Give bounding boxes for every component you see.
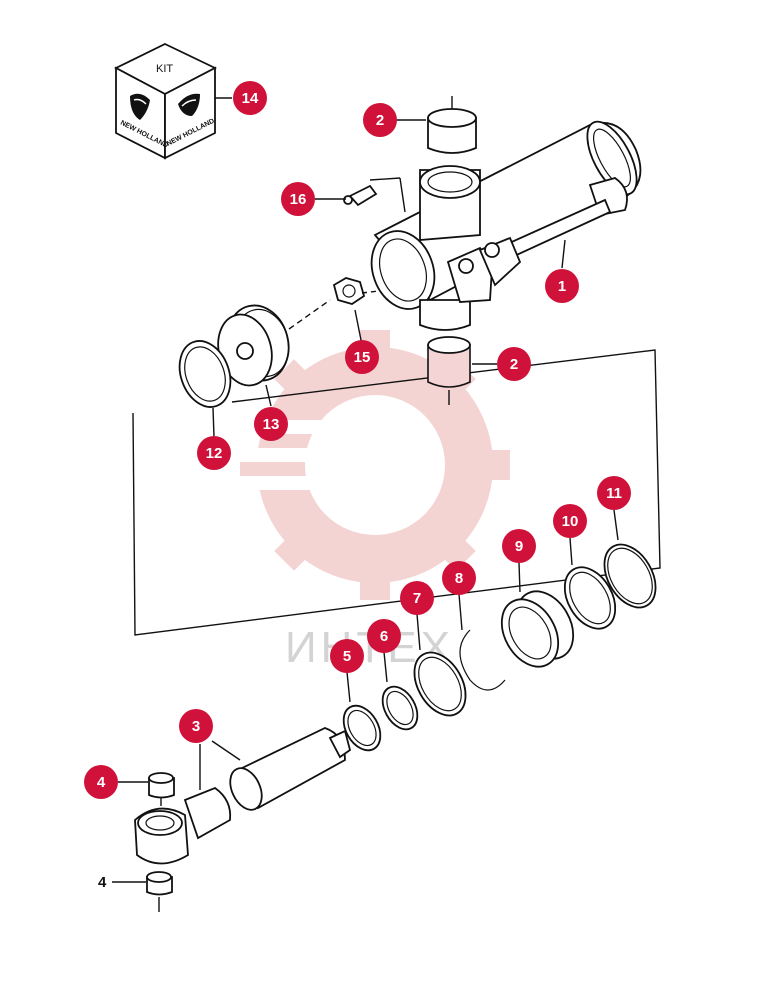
piston-seal-ring — [178, 340, 232, 408]
svg-text:3: 3 — [192, 718, 200, 735]
svg-text:11: 11 — [606, 485, 622, 502]
callout-16: 16 — [281, 182, 315, 216]
svg-text:14: 14 — [242, 90, 259, 107]
bushing-bottom — [427, 336, 471, 405]
svg-text:2: 2 — [376, 112, 384, 129]
callout-10: 10 — [553, 504, 587, 538]
callout-3: 3 — [179, 709, 213, 743]
eye-bushing-top — [148, 772, 175, 806]
callout-14: 14 — [233, 81, 267, 115]
rod-eye — [134, 807, 189, 865]
svg-text:1: 1 — [558, 278, 566, 295]
eye-bushing-bottom — [146, 871, 173, 912]
callout-7: 7 — [400, 581, 434, 615]
svg-text:9: 9 — [515, 538, 523, 555]
ring-11 — [603, 543, 657, 609]
svg-text:8: 8 — [455, 570, 463, 587]
callout-4-top: 4 — [84, 765, 118, 799]
grease-nipple — [343, 177, 406, 213]
svg-text:5: 5 — [343, 648, 351, 665]
callout-2-bottom: 2 — [497, 347, 531, 381]
callout-11: 11 — [597, 476, 631, 510]
label-4-bottom: 4 — [98, 874, 107, 891]
callout-6: 6 — [367, 619, 401, 653]
cylinder-barrel — [370, 120, 642, 331]
svg-text:4: 4 — [97, 774, 106, 791]
gland-9 — [500, 590, 575, 668]
watermark-gear-logo — [226, 330, 510, 600]
svg-text:12: 12 — [206, 445, 223, 462]
svg-text:10: 10 — [562, 513, 579, 530]
kit-label: KIT — [156, 63, 173, 75]
callout-2-top: 2 — [363, 103, 397, 137]
svg-text:16: 16 — [290, 191, 307, 208]
callout-5: 5 — [330, 639, 364, 673]
piston-head — [217, 304, 290, 387]
callout-13: 13 — [254, 407, 288, 441]
new-holland-logo-right — [178, 93, 200, 116]
ring-7 — [413, 651, 467, 717]
piston-rod — [183, 727, 352, 840]
callout-15: 15 — [345, 340, 379, 374]
svg-text:13: 13 — [263, 416, 280, 433]
callout-9: 9 — [502, 529, 536, 563]
callout-12: 12 — [197, 436, 231, 470]
new-holland-logo-left — [130, 93, 150, 120]
callout-1: 1 — [545, 269, 579, 303]
snap-ring-8 — [459, 629, 506, 691]
svg-text:6: 6 — [380, 628, 388, 645]
nut — [288, 277, 379, 330]
bushing-top — [427, 96, 477, 154]
kit-box: KIT NEW HOLLAND NEW HOLLAND — [114, 42, 218, 160]
callout-8: 8 — [442, 561, 476, 595]
ring-10 — [563, 566, 617, 630]
svg-text:7: 7 — [413, 590, 421, 607]
ring-5 — [342, 704, 382, 752]
svg-text:15: 15 — [354, 349, 371, 366]
ring-6 — [381, 685, 419, 731]
leader-lines — [112, 97, 619, 883]
svg-text:2: 2 — [510, 356, 518, 373]
